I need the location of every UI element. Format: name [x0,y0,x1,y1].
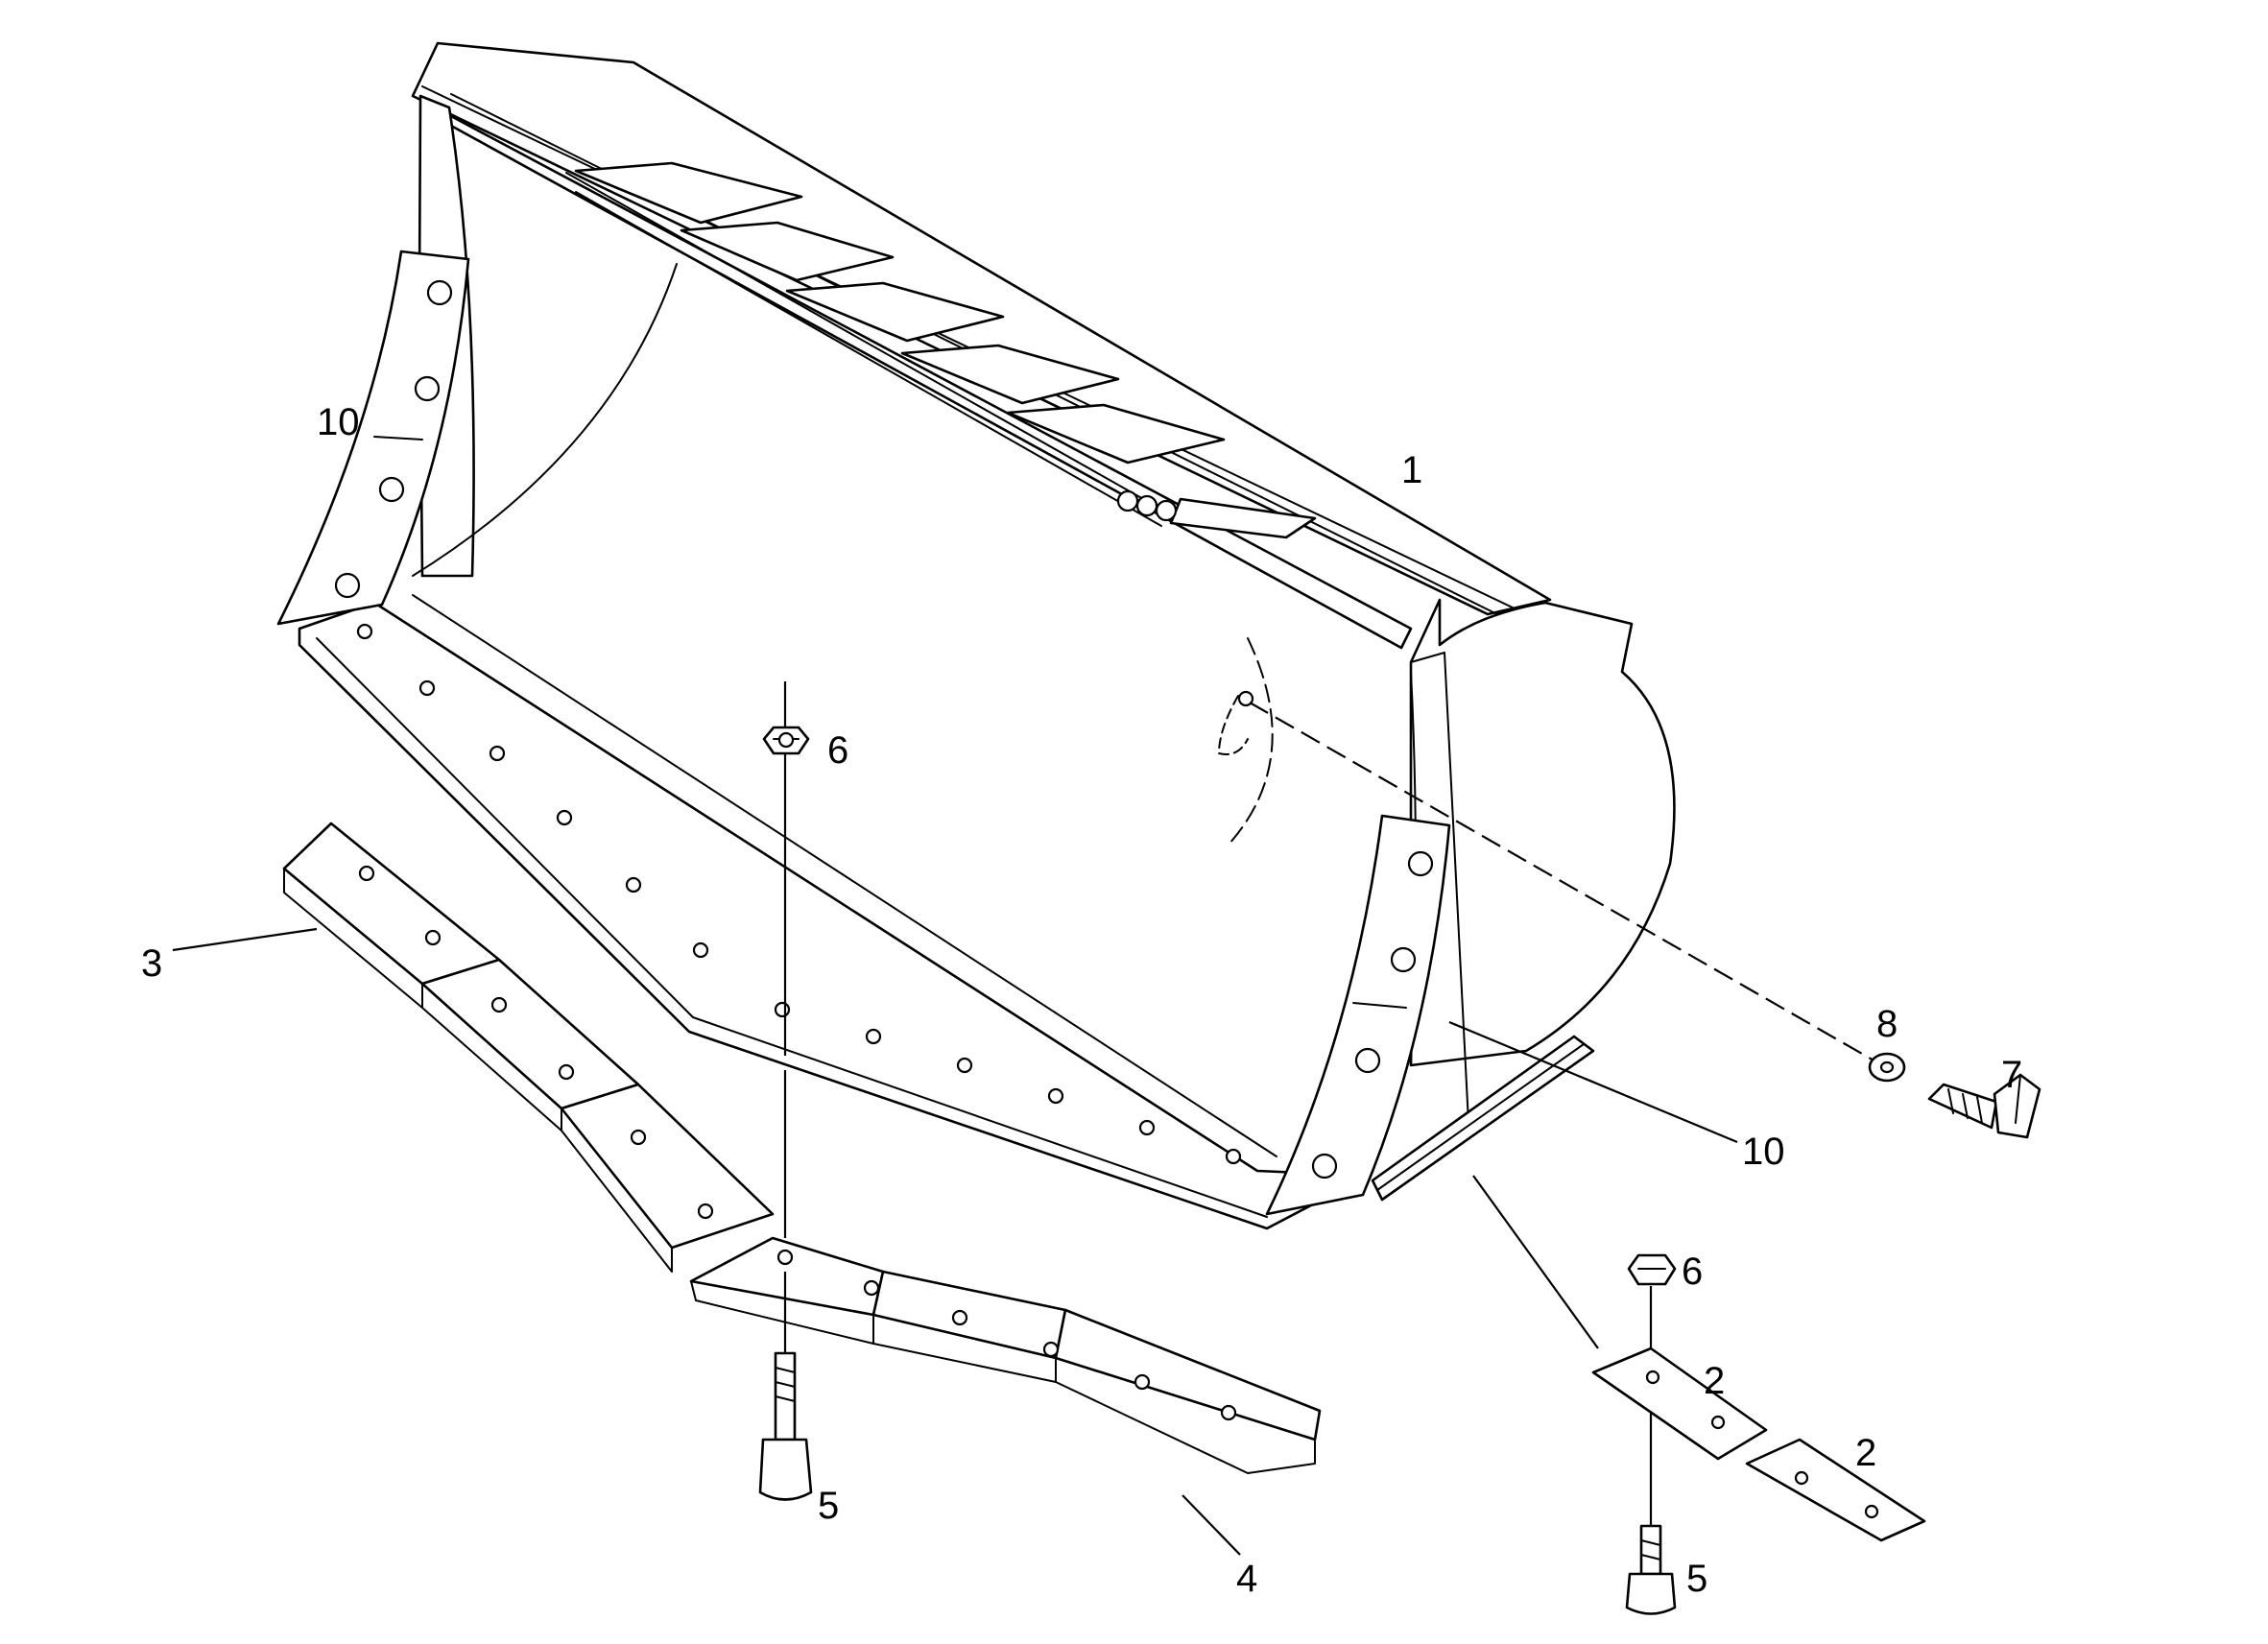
nut-right [1627,1253,1677,1286]
callout-3: 3 [141,942,162,985]
cutting-edge-left [282,822,775,1273]
leader-lines [172,927,1738,1556]
callout-5b: 5 [1686,1558,1707,1600]
wear-plate-right-b [1745,1438,1926,1542]
cutting-edge-center [689,1236,1322,1474]
side-cutter-left [276,250,470,626]
callout-7: 7 [2001,1054,2022,1096]
side-cutter-right [1265,814,1451,1216]
callout-6b: 6 [1682,1251,1703,1293]
callout-10a: 10 [317,401,360,443]
callout-8: 8 [1876,1003,1898,1045]
callout-10b: 10 [1742,1131,1785,1173]
bucket-adapters [565,161,1317,539]
lip-bolt-holes [356,623,1242,1165]
bolt-right [1625,1524,1677,1615]
callout-1: 1 [1401,449,1422,491]
callout-5a: 5 [818,1485,839,1527]
wear-plate-right-a [1591,1346,1768,1461]
bolt-side [1927,1073,2041,1139]
nut-center [762,726,810,755]
callout-labels: 1 2 2 3 4 5 5 6 6 7 8 10 10 [141,401,2022,1600]
callout-2a: 2 [1704,1360,1725,1402]
side-pin-axis [1249,702,1897,1074]
callout-4: 4 [1236,1558,1257,1600]
callout-6a: 6 [827,729,848,772]
bolt-center [758,1351,813,1501]
washer-side [1868,1052,1906,1083]
callout-2b: 2 [1855,1432,1876,1474]
